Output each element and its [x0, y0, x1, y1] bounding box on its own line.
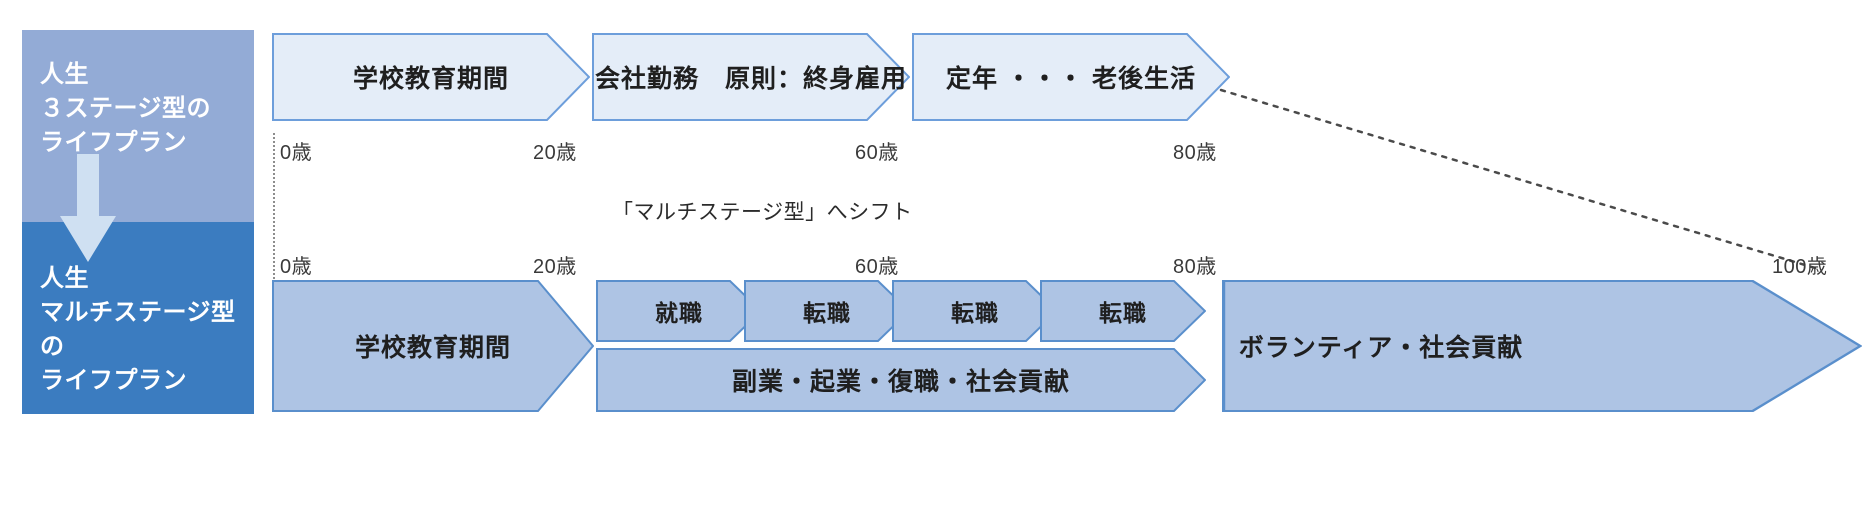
age-tick-0: 0歳	[280, 142, 313, 164]
age-tick2-0: 0歳	[280, 256, 313, 278]
multi-chevron-side-activity[interactable]: 副業・起業・復職・社会貢献	[596, 348, 1206, 412]
legend-multi-stage-block	[22, 222, 254, 414]
age-tick2-60: 60歳	[855, 256, 899, 278]
origin-guide-line	[273, 133, 275, 283]
age-tick2-100: 100歳	[1772, 256, 1828, 278]
age-tick-20: 20歳	[533, 142, 577, 164]
multi-chevron-job-2[interactable]: 転職	[892, 280, 1058, 342]
stage-label: 就職	[655, 300, 703, 326]
age-tick2-20: 20歳	[533, 256, 577, 278]
stage-label: 副業・起業・復職・社会貢献	[731, 368, 1070, 396]
stage-label: 転職	[1099, 300, 1147, 326]
multi-chevron-job-3[interactable]: 転職	[1040, 280, 1206, 342]
down-arrow-icon	[60, 154, 116, 262]
stage-chevron-company[interactable]: 会社勤務 原則：終身雇用	[592, 33, 910, 121]
legend-panel: 人生 ３ステージ型の ライフプラン 人生 マルチステージ型の ライフプラン	[22, 30, 254, 414]
legend-three-stage-label: 人生 ３ステージ型の ライフプラン	[40, 61, 212, 157]
stage-label: ボランティア・社会貢献	[1238, 334, 1524, 362]
age-tick-60: 60歳	[855, 142, 899, 164]
multi-chevron-volunteer[interactable]: ボランティア・社会貢献	[1222, 280, 1862, 412]
multi-chevron-education[interactable]: 学校教育期間	[272, 280, 594, 412]
stage-chevron-education[interactable]: 学校教育期間	[272, 33, 590, 121]
stage-chevron-retirement[interactable]: 定年 ・・・ 老後生活	[912, 33, 1230, 121]
stage-label: 転職	[803, 300, 851, 326]
age-tick-80: 80歳	[1173, 142, 1217, 164]
legend-three-stage-block	[22, 30, 254, 222]
stage-label: 学校教育期間	[352, 65, 509, 93]
multi-chevron-job-0[interactable]: 就職	[596, 280, 762, 342]
stage-label: 転職	[951, 300, 999, 326]
diagonal-dotted-connector	[1219, 88, 1817, 270]
stage-label: 定年 ・・・ 老後生活	[946, 65, 1196, 93]
multi-chevron-job-1[interactable]: 転職	[744, 280, 910, 342]
legend-multi-stage-label: 人生 マルチステージ型の ライフプラン	[40, 265, 236, 395]
stage-label: 学校教育期間	[354, 334, 511, 362]
age-tick2-80: 80歳	[1173, 256, 1217, 278]
shift-note: 「マルチステージ型」へシフト	[612, 201, 913, 224]
stage-label: 会社勤務 原則：終身雇用	[594, 65, 907, 93]
